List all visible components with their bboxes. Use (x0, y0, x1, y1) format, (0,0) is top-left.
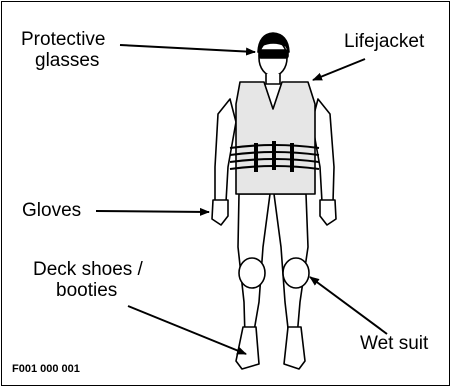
lifejacket-arrow (313, 59, 365, 80)
left-bootie (236, 327, 259, 369)
label-deck-shoes: Deck shoes / booties (33, 259, 143, 301)
left-arm (215, 99, 236, 202)
gloves-arrow (96, 211, 209, 212)
label-lifejacket: Lifejacket (344, 31, 424, 52)
right-glove (320, 200, 336, 225)
figure-person (212, 33, 336, 369)
wet-suit-arrow (310, 277, 387, 334)
label-deck-shoes-line1: Deck shoes / (33, 259, 143, 280)
lifejacket-vest (236, 82, 315, 194)
glasses-arrow (120, 45, 255, 52)
neck (266, 74, 280, 84)
left-glove (212, 200, 228, 225)
label-deck-shoes-line2: booties (33, 280, 143, 301)
right-bootie (284, 327, 305, 369)
figure-reference-code: F001 000 001 (12, 363, 80, 375)
left-knee-pad (239, 258, 265, 288)
protective-glasses-shape (259, 50, 288, 58)
label-gloves: Gloves (22, 200, 81, 221)
label-protective-glasses-line2: glasses (21, 50, 105, 71)
right-knee-pad (283, 258, 309, 288)
label-protective-glasses-line1: Protective (21, 29, 105, 50)
deck-shoes-arrow (128, 306, 246, 354)
label-protective-glasses: Protective glasses (21, 29, 105, 71)
label-wet-suit: Wet suit (360, 333, 428, 354)
